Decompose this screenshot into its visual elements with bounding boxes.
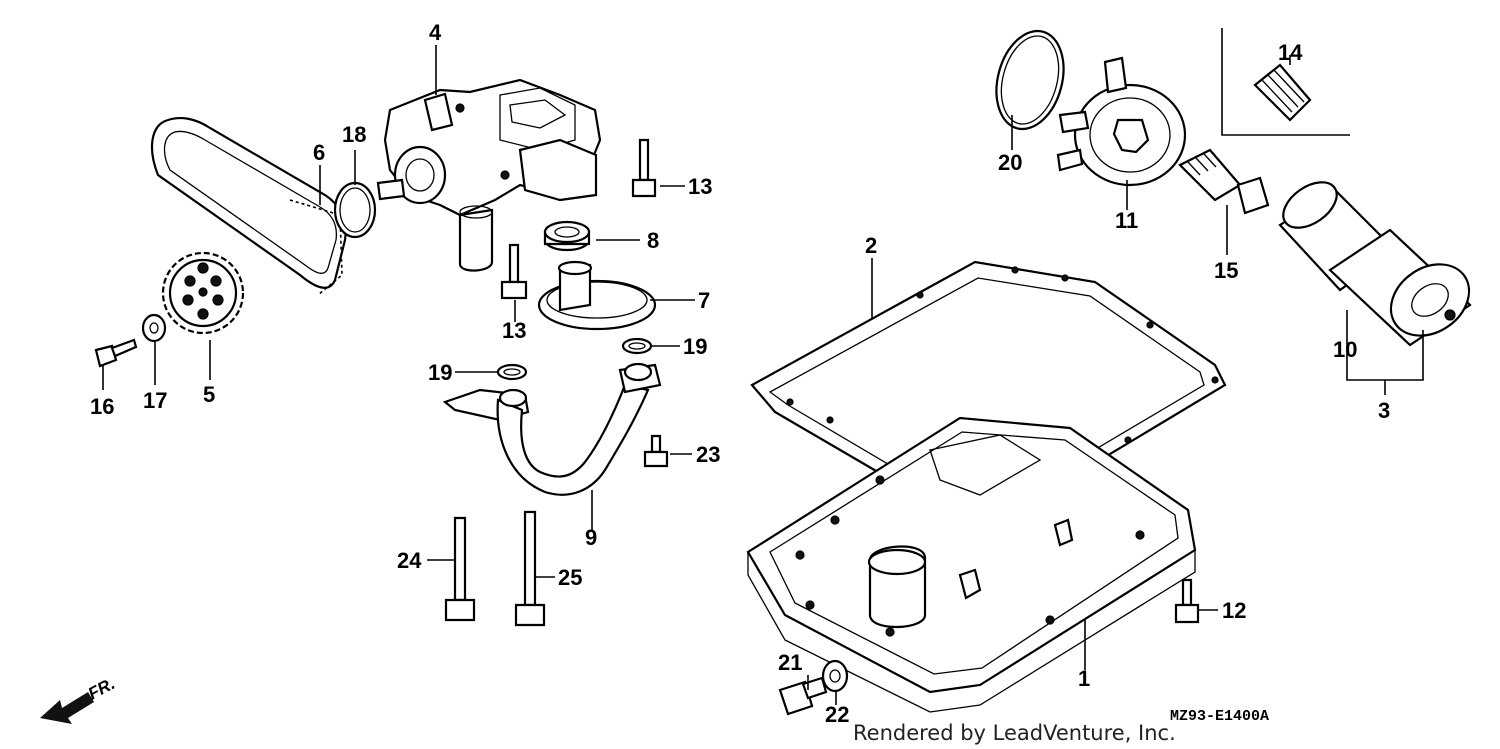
pipe-o-ring-left bbox=[496, 363, 528, 381]
callout-12: 12 bbox=[1222, 598, 1246, 623]
oil-pipe bbox=[442, 362, 662, 496]
callout-13-lower: 13 bbox=[502, 318, 526, 343]
callout-13-upper: 13 bbox=[688, 174, 712, 199]
callout-6: 6 bbox=[313, 140, 325, 165]
callout-18: 18 bbox=[342, 122, 366, 147]
callout-17: 17 bbox=[143, 388, 167, 413]
callout-24: 24 bbox=[397, 548, 422, 573]
callout-3: 3 bbox=[1378, 398, 1390, 423]
drain-washer bbox=[821, 659, 849, 693]
strainer-seal bbox=[543, 220, 591, 252]
callout-21: 21 bbox=[778, 650, 802, 675]
callout-1: 1 bbox=[1078, 666, 1090, 691]
render-credit: Rendered by LeadVenture, Inc. bbox=[853, 721, 1176, 745]
filter-bolt bbox=[1178, 148, 1270, 215]
cam-chain bbox=[151, 117, 347, 296]
drain-bolt bbox=[778, 676, 828, 716]
pump-bolt-lower bbox=[500, 243, 528, 300]
callout-8: 8 bbox=[647, 228, 659, 253]
leader-lines bbox=[102, 45, 1424, 705]
callout-14: 14 bbox=[1278, 40, 1303, 65]
oil-pump-sprocket bbox=[161, 251, 245, 335]
oil-pump-assembly bbox=[376, 78, 602, 272]
pipe-bolt bbox=[643, 434, 669, 468]
oil-pan bbox=[746, 416, 1197, 713]
oil-pan-bolt bbox=[1174, 578, 1200, 624]
callout-19-left: 19 bbox=[428, 360, 452, 385]
oil-pan-gasket bbox=[750, 260, 1227, 514]
oil-cooler bbox=[1056, 56, 1187, 187]
filter-fitting-box bbox=[1221, 28, 1350, 136]
callout-7: 7 bbox=[698, 288, 710, 313]
long-bolt-24 bbox=[444, 516, 476, 622]
pipe-o-ring-right bbox=[621, 337, 653, 355]
callout-19-right: 19 bbox=[683, 334, 707, 359]
callout-4: 4 bbox=[429, 20, 442, 45]
callout-2: 2 bbox=[865, 233, 877, 258]
callout-16: 16 bbox=[90, 394, 114, 419]
sprocket-washer bbox=[141, 313, 167, 343]
callout-22: 22 bbox=[825, 702, 849, 727]
callout-23: 23 bbox=[696, 442, 720, 467]
oil-strainer bbox=[537, 260, 657, 331]
callout-15: 15 bbox=[1214, 258, 1238, 283]
oil-filter bbox=[1278, 181, 1472, 347]
long-bolt-25 bbox=[514, 510, 546, 627]
callout-20: 20 bbox=[998, 150, 1022, 175]
callout-5: 5 bbox=[203, 382, 215, 407]
sprocket-bolt bbox=[94, 338, 138, 368]
callout-25: 25 bbox=[558, 565, 582, 590]
front-arrow-icon bbox=[40, 692, 94, 724]
callout-11: 11 bbox=[1115, 208, 1138, 233]
pump-bolt-upper bbox=[631, 138, 657, 198]
diagram-code: MZ93-E1400A bbox=[1170, 708, 1269, 725]
cooler-o-ring bbox=[995, 29, 1065, 131]
front-direction-arrow: FR. bbox=[40, 674, 118, 724]
callout-labels: 1 2 3 4 5 6 7 8 9 10 11 12 13 13 14 15 1… bbox=[90, 20, 1390, 727]
pump-o-ring bbox=[333, 181, 377, 239]
callout-10: 10 bbox=[1333, 337, 1357, 362]
callout-9: 9 bbox=[585, 525, 597, 550]
